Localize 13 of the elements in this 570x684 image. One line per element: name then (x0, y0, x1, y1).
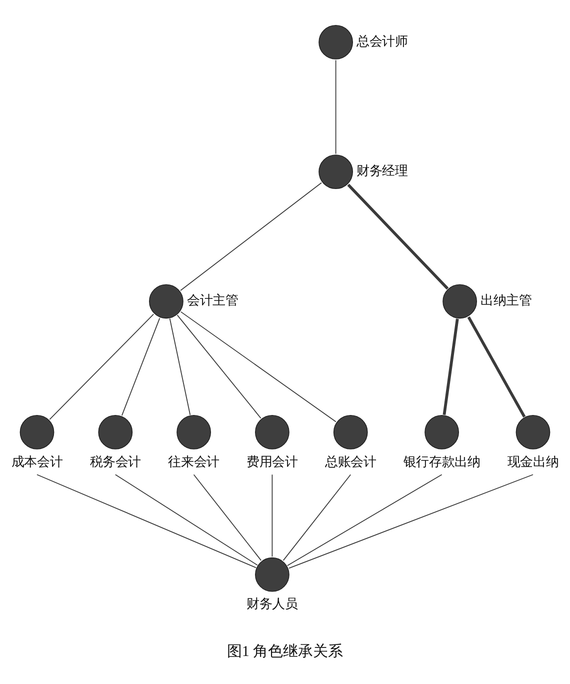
role-label: 银行存款出纳 (403, 455, 480, 469)
role-label: 财务人员 (246, 598, 298, 612)
role-label: 会计主管 (187, 294, 238, 308)
role-label: 财务经理 (356, 164, 408, 178)
role-label: 成本会计 (11, 455, 63, 469)
figure-caption: 图1 角色继承关系 (226, 642, 344, 661)
role-label: 现金出纳 (507, 455, 559, 469)
role-label: 总账会计 (325, 455, 376, 469)
role-label: 总会计师 (356, 35, 408, 49)
role-label: 税务会计 (90, 455, 141, 469)
role-label: 出纳主管 (480, 294, 532, 308)
role-label: 费用会计 (246, 455, 298, 469)
role-label: 往来会计 (168, 455, 220, 469)
